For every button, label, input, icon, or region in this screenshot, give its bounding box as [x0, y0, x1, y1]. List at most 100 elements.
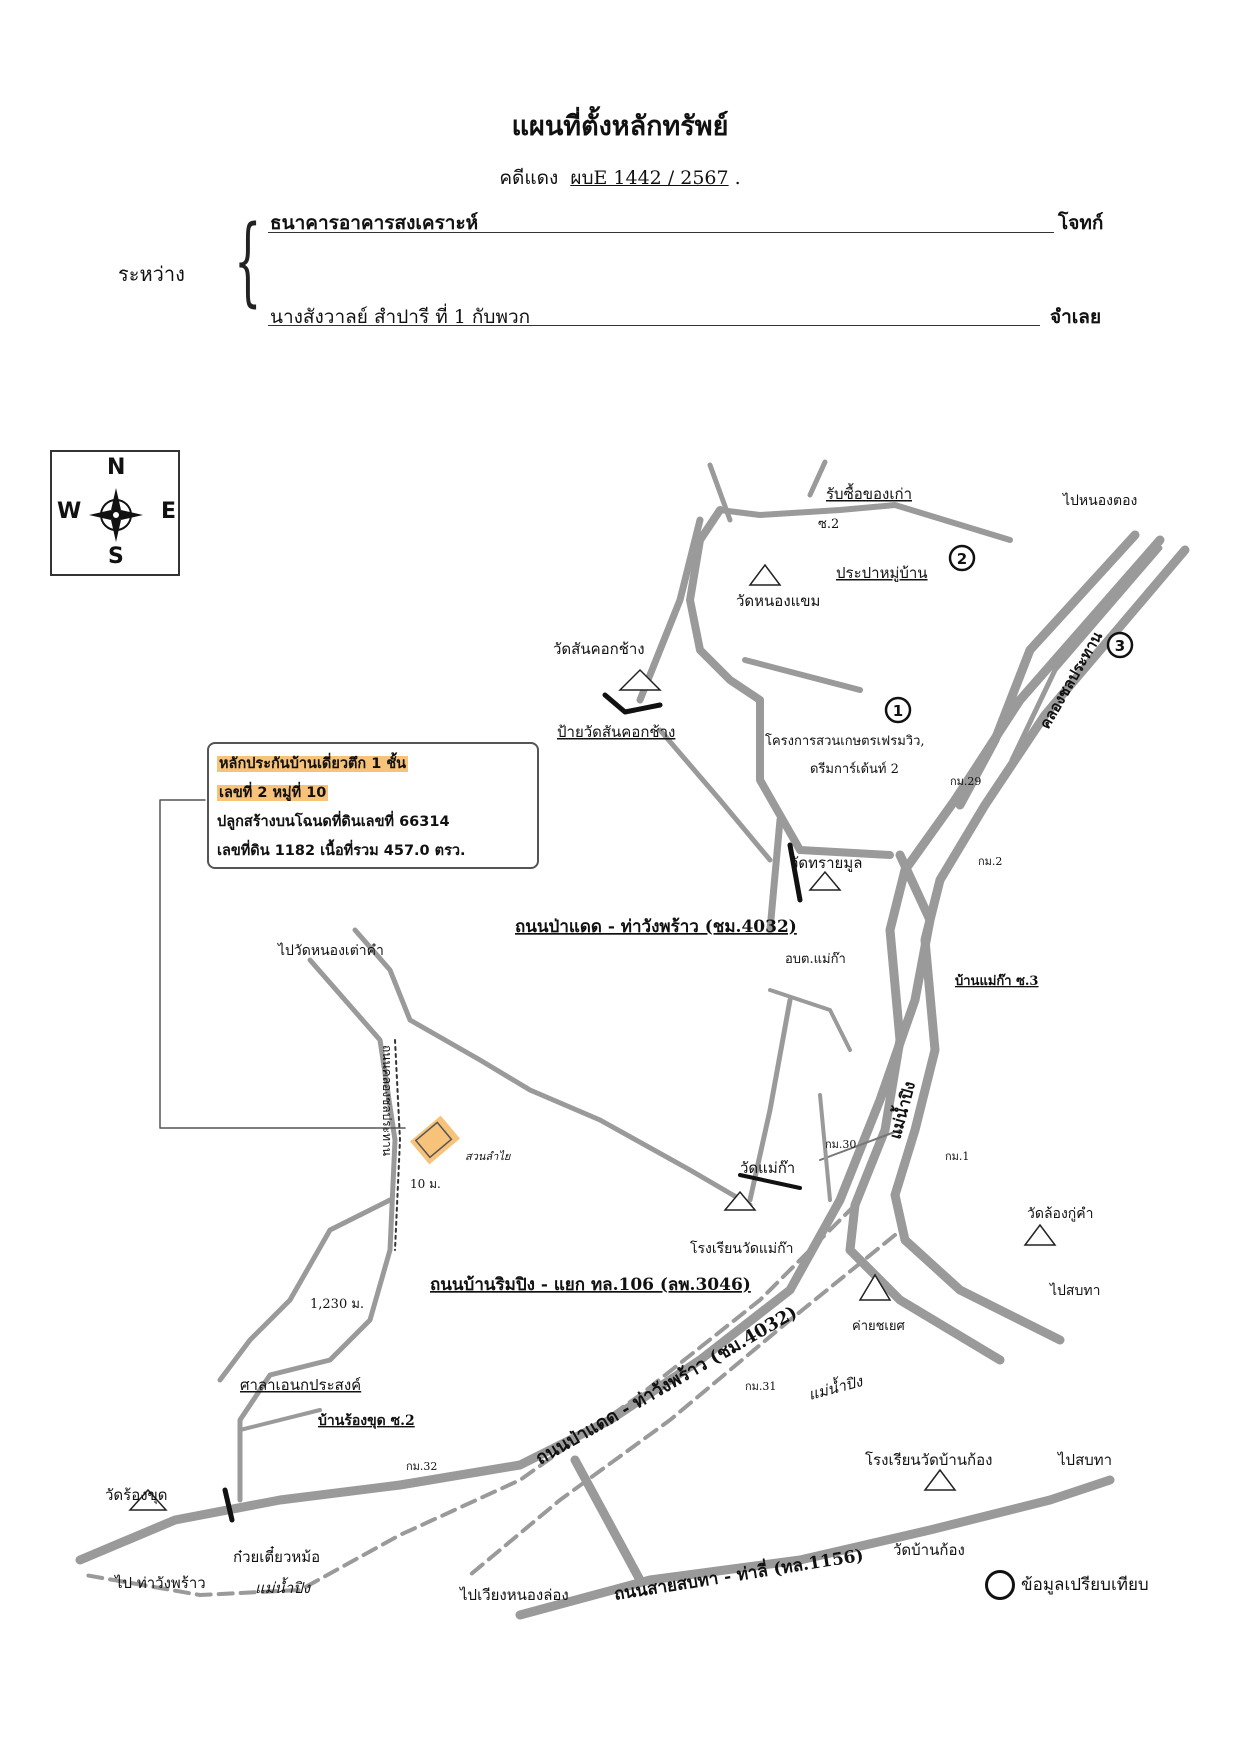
case-line: คดีแดง ผบE 1442 / 2567.	[499, 167, 741, 189]
road-north-branch	[707, 459, 828, 523]
label-km30: กม.30	[825, 1138, 856, 1151]
defendant-line	[268, 325, 1040, 326]
asset-info-box: หลักประกันบ้านเดี่ยวตึก 1 ชั้น เลขที่ 2 …	[207, 742, 539, 869]
label-noodle-shop: ก๋วยเตี๋ยวหม้อ	[233, 1545, 320, 1566]
compass-north: N	[107, 455, 126, 480]
road-banrimping-link	[819, 1129, 901, 1161]
temple-icon-banklong	[923, 1468, 957, 1491]
road-canal-irrigation	[237, 957, 398, 1503]
label-sala-anek: ศาลาเอนกประสงค์	[240, 1376, 361, 1394]
asset-plot	[414, 1121, 453, 1159]
label-to-thawangphrao: ไป ท่าวังพร้าว	[114, 1574, 206, 1592]
label-to-nongtong: ไปหนองตอง	[1062, 492, 1137, 509]
road-southwest-upper	[657, 727, 773, 863]
road-padaeng-thawangphrao	[75, 850, 935, 1565]
compass-east: E	[161, 499, 177, 524]
asset-line-3: ปลูกสร้างบนโฉนดที่ดินเลขที่ 66314	[217, 814, 450, 830]
label-village-sign: ประปาหมู่บ้าน	[836, 564, 928, 582]
asset-line-1: หลักประกันบ้านเดี่ยวตึก 1 ชั้น	[217, 756, 409, 772]
comparison-marker-2-label: 2	[957, 550, 967, 568]
label-road-banrimping: ถนนบ้านริมปิง - แยก ทล.106 (ลพ.3046)	[430, 1275, 751, 1295]
road-sankokchang	[636, 516, 704, 704]
label-to-wiang-nonglong: ไปเวียงหนองล่อง	[459, 1586, 569, 1604]
road-sanpatong-connector	[570, 1455, 645, 1585]
road-to-saimoon	[766, 816, 784, 934]
temple-icon-sankokchang	[618, 668, 662, 691]
asset-line-4: เลขที่ดิน 1182 เนื้อที่รวม 457.0 ตรว.	[217, 843, 466, 859]
temple-icon-chaiyot	[858, 1273, 892, 1301]
label-to-sanpatong-2: ไปสบทา	[1057, 1451, 1112, 1469]
label-wat-banklong: วัดบ้านก้อง	[893, 1541, 965, 1559]
label-wat-sankokchang: วัดสันคอกช้าง	[553, 640, 645, 658]
road-rongkhot-link	[238, 1408, 322, 1432]
label-camp-chaiyot: ค่ายชเยศ	[852, 1319, 905, 1334]
road-maeka-west	[352, 927, 753, 1208]
label-wat-longkukham: วัดล้องกู่คำ	[1027, 1206, 1093, 1222]
label-river-ping-2: แม่น้ำปิง	[255, 1577, 312, 1597]
river-ping-bank-east	[890, 545, 1190, 1345]
plaintiff-name: ธนาคารอาคารสงเคราะห์	[270, 212, 479, 234]
label-road-sanpatong: ถนนสายสบทา - ท่าลี่ (ทล.1156)	[612, 1543, 865, 1605]
comparison-marker-1	[884, 696, 912, 724]
road-maeka-north	[747, 997, 793, 1203]
label-wat-saimoon: วัดทรายมูล	[790, 854, 862, 872]
page-title: แผนที่ตั้งหลักทรัพย์	[511, 111, 729, 142]
label-buy-old: รับซื้อของเก่า	[826, 483, 912, 503]
river-ping-southwest	[83, 1203, 857, 1597]
label-obt-maeka: อบต.แม่ก๊า	[785, 952, 846, 967]
label-sign-sankokchang: ป้ายวัดสันคอกช้าง	[557, 723, 675, 741]
label-to-sanpatong-1: ไปสบทา	[1049, 1282, 1100, 1299]
road-to-wat-nongkhaem	[717, 502, 1013, 543]
barrier-mark-2	[787, 842, 803, 903]
comparison-marker-3	[1106, 631, 1134, 659]
label-project-line1: โครงการสวนเกษตรเฟรมวิว,	[765, 733, 925, 749]
label-to-wat-nongtaokham: ไปวัดหนองเต่าคำ	[277, 942, 384, 959]
lane-maeka-villages	[768, 988, 852, 1202]
temple-icon-longkukham	[1023, 1223, 1057, 1246]
road-sanpatong-thali	[515, 1475, 1115, 1620]
label-km31: กม.31	[745, 1380, 776, 1393]
label-wat-rongkhot: วัดร้องขุด	[105, 1486, 168, 1505]
temple-icon-maeka	[723, 1190, 757, 1211]
asset-plot-highlight	[410, 1115, 460, 1165]
road-upper-loop	[686, 506, 894, 859]
label-river-ping-1: แม่น้ำปิง	[806, 1370, 866, 1404]
label-lane-name: ถนนคลองชลประทาน	[380, 1045, 394, 1156]
temple-icon-saimoon	[808, 870, 842, 891]
compass-star-icon	[89, 488, 143, 542]
label-project-line2: ดรีมการ์เด้นท์ 2	[810, 761, 899, 777]
barrier-mark-1	[602, 692, 663, 715]
compass-rose: N S W E	[50, 450, 180, 576]
plaintiff-line	[268, 232, 1054, 233]
road-1230m	[217, 1197, 393, 1383]
label-dist-10m: 10 ม.	[410, 1177, 441, 1191]
road-upper-east	[742, 657, 863, 693]
party-brace: {	[234, 205, 262, 317]
compass-west: W	[57, 499, 82, 524]
river-ping-southwest-2	[468, 1233, 897, 1577]
case-label: คดีแดง	[499, 167, 559, 189]
map-legend: ข้อมูลเปรียบเทียบ	[985, 1570, 1149, 1600]
label-km1: กม.1	[945, 1150, 969, 1163]
legend-circle-icon	[985, 1570, 1015, 1600]
comparison-marker-1-label: 1	[893, 702, 903, 720]
temple-icon-nongkhaem	[748, 563, 782, 586]
comparison-marker-2	[948, 544, 976, 572]
plaintiff-role: โจทก์	[1058, 212, 1104, 234]
label-km32: กม.32	[406, 1460, 437, 1473]
asset-line-2: เลขที่ 2 หมู่ที่ 10	[217, 785, 329, 801]
label-school-banklong: โรงเรียนวัดบ้านก้อง	[865, 1451, 992, 1469]
lane-dashed	[394, 1039, 401, 1251]
label-longan-garden: สวนลำไย	[465, 1150, 512, 1163]
canal-east-inner	[1009, 545, 1163, 763]
label-km2: กม.2	[978, 855, 1002, 868]
label-ban-maeka-soi3: บ้านแม่ก๊า ซ.3	[955, 973, 1038, 989]
canal-east	[955, 530, 1140, 810]
label-ban-rongkhot: บ้านร้องขุด ซ.2	[318, 1413, 415, 1429]
comparison-marker-3-label: 3	[1115, 637, 1125, 655]
barrier-mark-3	[222, 1487, 235, 1523]
label-school-maeka: โรงเรียนวัดแม่ก๊า	[690, 1240, 794, 1257]
defendant-name: นางสังวาลย์ สำปารี ที่ 1 กับพวก	[270, 306, 531, 328]
between-label: ระหว่าง	[118, 262, 185, 286]
